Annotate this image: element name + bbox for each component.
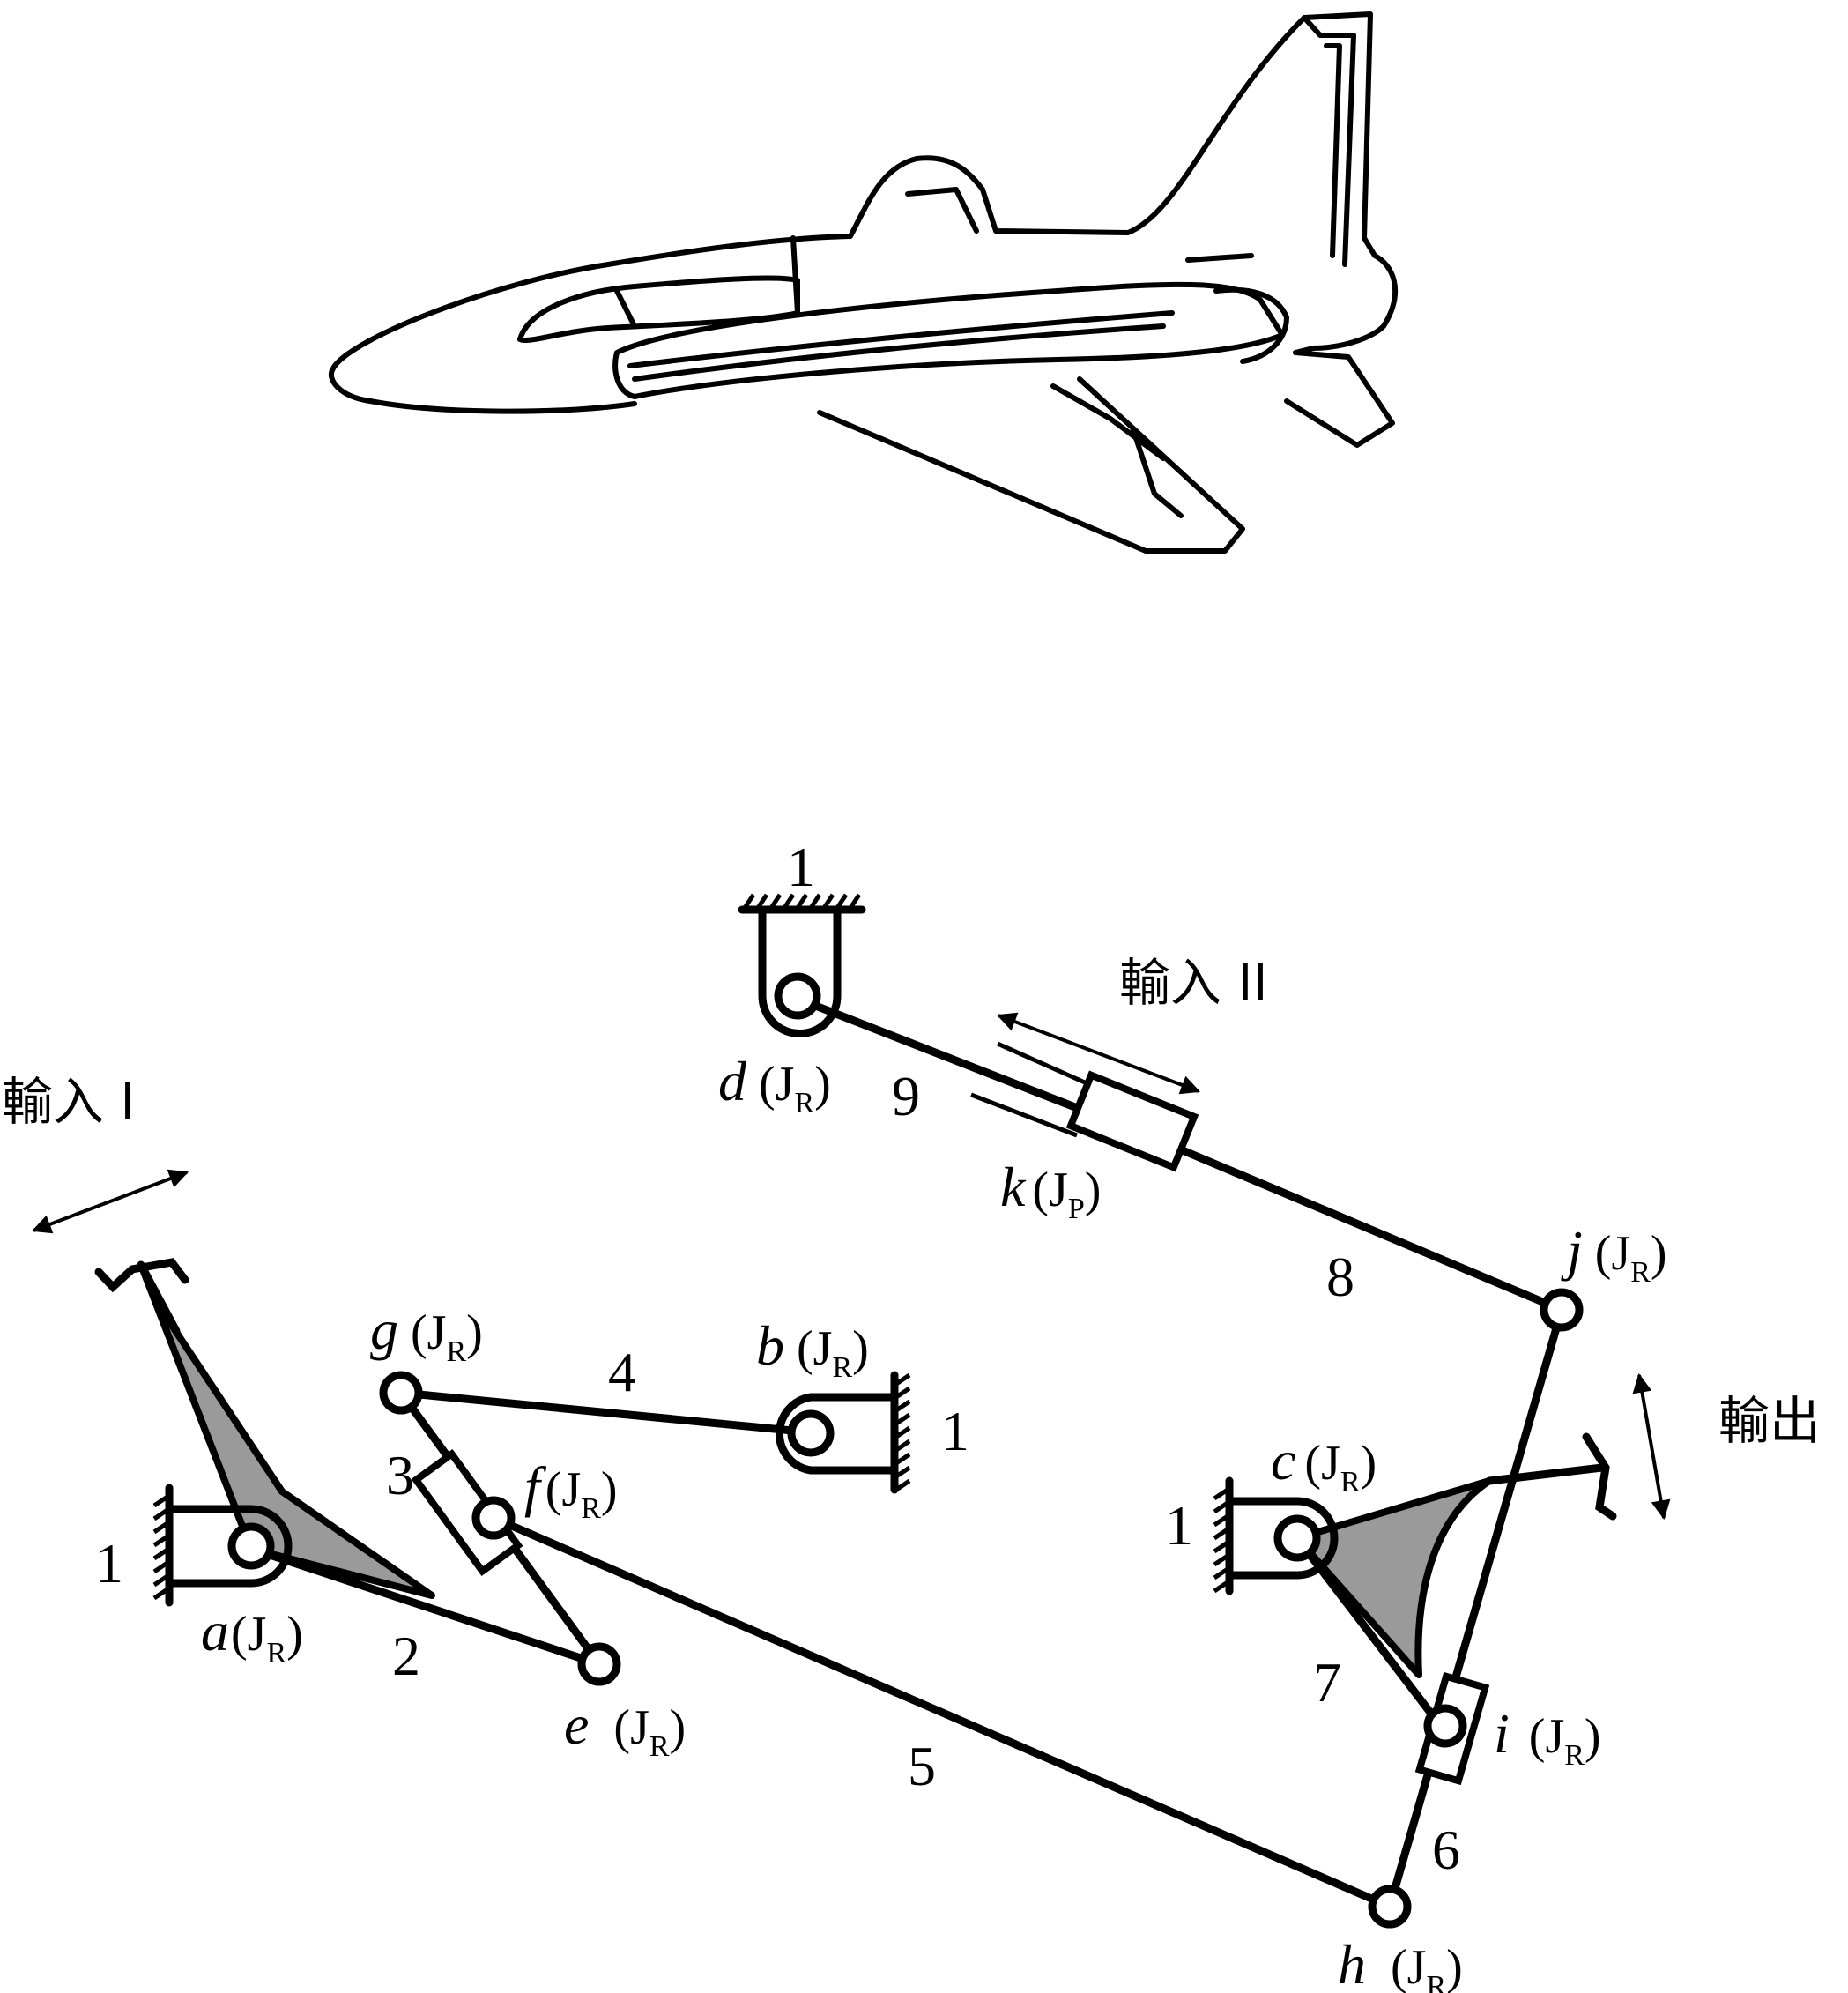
link-4-rod xyxy=(397,1388,815,1437)
label-link-1-top: 1 xyxy=(787,836,815,898)
joint-j-pin xyxy=(1540,1288,1584,1332)
ground-pivot-d xyxy=(738,893,866,1037)
joint-e-pin xyxy=(577,1642,621,1686)
joint-f-pin xyxy=(471,1496,516,1540)
fighter-jet-sketch xyxy=(329,11,1399,554)
label-link-6: 6 xyxy=(1432,1818,1460,1881)
input-1-motion-arrow xyxy=(31,1169,189,1234)
label-joint-f: f(JR) xyxy=(524,1455,618,1525)
label-joint-d: d(JR) xyxy=(718,1050,831,1119)
link-9-rod xyxy=(793,994,1088,1115)
link-2-rod xyxy=(247,1544,604,1669)
output-lever-shaded xyxy=(1294,1477,1493,1678)
output-motion-arrow xyxy=(1632,1372,1671,1521)
label-link-5: 5 xyxy=(908,1735,936,1797)
joint-i-pin xyxy=(1423,1704,1467,1748)
link-6-rod xyxy=(1385,1305,1566,1911)
prismatic-joint-k-block xyxy=(1065,1070,1199,1172)
label-link-2: 2 xyxy=(392,1625,420,1687)
label-link-9: 9 xyxy=(892,1065,920,1127)
ground-pivot-a xyxy=(152,1484,293,1607)
label-joint-e: e(JR) xyxy=(564,1693,686,1763)
label-link-8: 8 xyxy=(1326,1246,1354,1308)
label-joint-i: i(JR) xyxy=(1494,1702,1601,1772)
label-joint-c: c(JR) xyxy=(1271,1429,1377,1498)
label-link-3: 3 xyxy=(386,1444,414,1506)
label-link-1-c: 1 xyxy=(1165,1494,1193,1557)
input-lever-stem xyxy=(137,1260,181,1335)
label-joint-g: g(JR) xyxy=(370,1298,483,1368)
joint-g-pin xyxy=(379,1371,423,1415)
label-joint-k: k(JP) xyxy=(1000,1156,1101,1225)
label-link-1-b: 1 xyxy=(941,1400,969,1462)
label-joint-h: h(JR) xyxy=(1338,1933,1463,1993)
label-joint-b: b(JR) xyxy=(756,1314,869,1384)
label-link-4: 4 xyxy=(608,1341,636,1403)
input-2-motion-arrow xyxy=(996,1012,1201,1095)
ground-pivot-c xyxy=(1213,1476,1339,1595)
joint-h-pin xyxy=(1368,1885,1412,1929)
label-input-1: 輸入 I xyxy=(2,1072,136,1132)
link-5-rod xyxy=(489,1513,1394,1911)
label-link-7: 7 xyxy=(1313,1651,1341,1714)
label-joint-a: a(JR) xyxy=(201,1600,303,1670)
label-input-2: 輸入 II xyxy=(1119,953,1268,1013)
link-9-slide-guide-lower xyxy=(970,1092,1078,1138)
link-8-rod xyxy=(1168,1142,1566,1314)
label-joint-j: j(JR) xyxy=(1561,1219,1667,1289)
output-lever-stem xyxy=(1485,1463,1607,1485)
ground-pivot-b xyxy=(776,1371,911,1494)
label-link-1-a: 1 xyxy=(95,1532,123,1595)
label-output: 輸出 xyxy=(1718,1391,1821,1451)
input-lever-handle xyxy=(94,1258,189,1293)
output-lever-handle xyxy=(1582,1432,1617,1521)
